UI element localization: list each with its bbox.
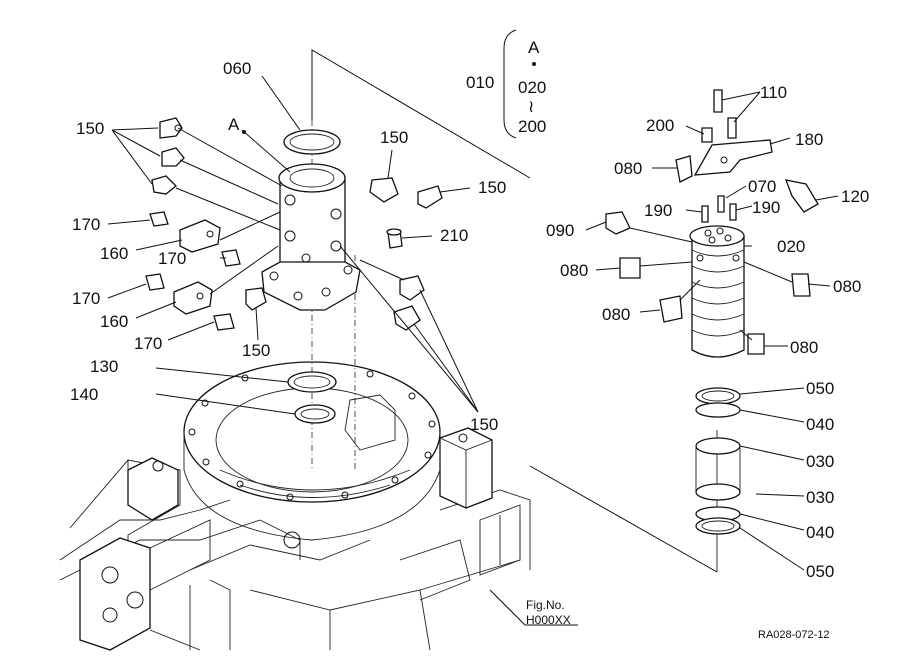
pin-190-a <box>701 205 709 223</box>
label-080-a: 080 <box>614 159 642 178</box>
elbow-fitting-150-d <box>369 177 399 203</box>
fitting-110-b <box>727 117 737 139</box>
adapter-170-d <box>213 313 235 331</box>
o-ring-060 <box>283 129 341 155</box>
elbow-fitting-150-a <box>159 117 183 139</box>
label-050-a: 050 <box>806 379 834 398</box>
label-030-b: 030 <box>806 488 834 507</box>
label-170-a: 170 <box>72 215 100 234</box>
elbow-080-c <box>791 273 811 297</box>
ring-030-a <box>695 437 741 492</box>
pin-070 <box>717 195 725 213</box>
label-210: 210 <box>440 226 468 245</box>
elbow-120 <box>784 179 819 213</box>
elbow-080-b <box>619 257 641 279</box>
label-020: 020 <box>777 237 805 256</box>
callout-labels: 060 A 150 150 150 210 170 160 170 170 16… <box>70 59 869 581</box>
label-080-e: 080 <box>790 338 818 357</box>
rotor-assembly <box>689 225 745 572</box>
elbow-fitting-150-f <box>245 287 267 311</box>
elbow-fitting-150-g <box>399 275 425 301</box>
assembly-range-tilde: ≀ <box>528 97 534 116</box>
label-090: 090 <box>546 221 574 240</box>
label-150-lower: 150 <box>242 341 270 360</box>
assembly-note: 010 A 020 ≀ 200 <box>466 38 546 136</box>
plug-210 <box>386 228 403 249</box>
ring-050-a <box>695 387 741 405</box>
seal-130 <box>287 371 337 393</box>
elbow-fitting-150-h <box>393 305 421 331</box>
elbow-090 <box>605 211 631 235</box>
label-150-bottom: 150 <box>470 415 498 434</box>
fig-no-label: Fig.No. <box>526 598 565 612</box>
elbow-080-a <box>675 155 693 183</box>
label-130: 130 <box>90 357 118 376</box>
label-190-b: 190 <box>752 198 780 217</box>
seal-140 <box>294 404 336 424</box>
pin-190-b <box>729 203 737 221</box>
label-150-top-left: 150 <box>76 119 104 138</box>
plug-200 <box>701 127 713 143</box>
label-040-a: 040 <box>806 415 834 434</box>
assembly-range-start: 020 <box>518 78 546 97</box>
adapter-170-c <box>145 273 165 291</box>
ring-040-a <box>695 402 741 418</box>
label-170-c: 170 <box>72 289 100 308</box>
label-A: A <box>228 115 240 134</box>
adapter-170-b <box>221 249 241 267</box>
bracket-180 <box>693 139 773 176</box>
elbow-fitting-150-b <box>161 147 185 167</box>
drawing-reference: RA028-072-12 <box>758 629 830 641</box>
label-080-b: 080 <box>560 261 588 280</box>
label-080-d: 080 <box>602 305 630 324</box>
elbow-fitting-150-e <box>417 185 443 209</box>
label-180: 180 <box>795 130 823 149</box>
assembly-range-end: 200 <box>518 117 546 136</box>
label-160-b: 160 <box>100 312 128 331</box>
label-110: 110 <box>760 83 787 102</box>
fitting-110-a <box>713 89 723 113</box>
label-040-b: 040 <box>806 523 834 542</box>
elbow-fitting-150-c <box>151 175 177 195</box>
elbow-080-d <box>659 295 683 323</box>
assembly-dot <box>532 62 536 66</box>
label-070: 070 <box>748 177 776 196</box>
label-120: 120 <box>841 187 869 206</box>
frame-chassis <box>59 427 531 651</box>
label-170-b: 170 <box>158 249 186 268</box>
label-140: 140 <box>70 385 98 404</box>
label-060: 060 <box>223 59 251 78</box>
label-080-c: 080 <box>833 277 861 296</box>
label-190-a: 190 <box>644 201 672 220</box>
ring-050-b <box>695 517 741 535</box>
label-200: 200 <box>646 116 674 135</box>
elbow-080-e <box>747 333 765 355</box>
block-160-b <box>173 281 213 315</box>
leader-lines <box>107 29 839 626</box>
block-160-a <box>179 219 221 253</box>
label-030-a: 030 <box>806 452 834 471</box>
label-160-a: 160 <box>100 244 128 263</box>
swivel-joint-body <box>261 120 361 470</box>
assembly-group-number: 010 <box>466 73 494 92</box>
fig-no-value: H000XX <box>526 613 571 627</box>
adapter-170-a <box>149 211 169 227</box>
label-050-b: 050 <box>806 562 834 581</box>
assembly-top-ref: A <box>528 38 540 57</box>
label-170-d: 170 <box>134 334 162 353</box>
label-150-right: 150 <box>478 178 506 197</box>
ring-030-b <box>695 483 741 501</box>
label-150-mid: 150 <box>380 128 408 147</box>
figure-reference: Fig.No. H000XX RA028-072-12 <box>526 598 830 641</box>
